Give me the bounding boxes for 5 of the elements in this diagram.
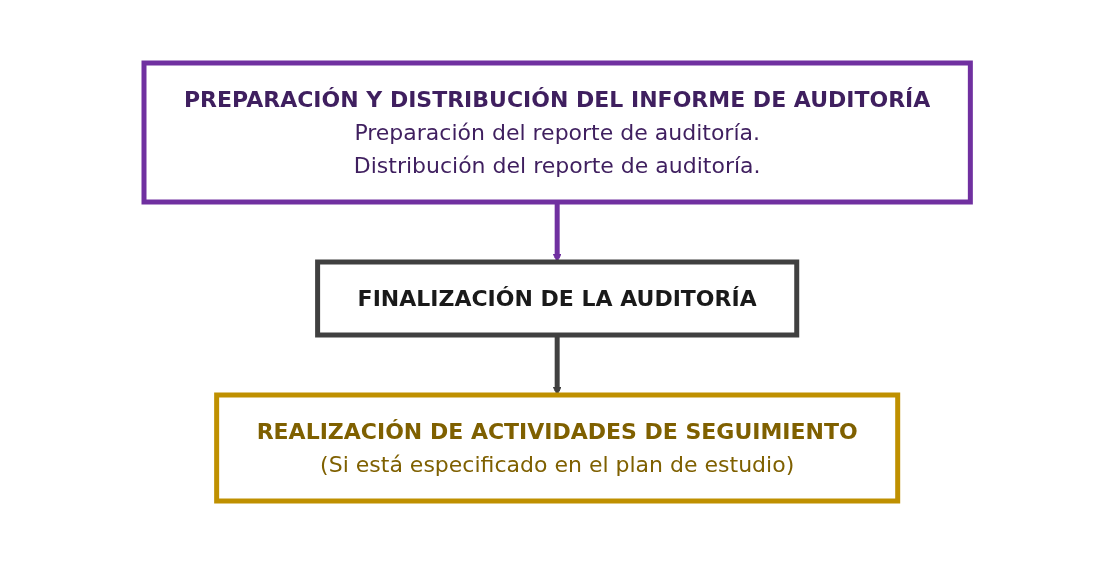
node-box: REALIZACIÓN DE ACTIVIDADES DE SEGUIMIENTO (Si está especificado en el plan de estudio) [214,392,901,504]
arrow [553,335,562,396]
arrow [553,202,562,263]
node-box: PREPARACIÓN Y DISTRIBUCIÓN DEL INFORME DE AUDITORÍA Preparación del reporte de auditoría. Distribución del reporte de auditoría. [141,60,974,205]
node-box: FINALIZACIÓN DE LA AUDITORÍA [315,259,800,338]
